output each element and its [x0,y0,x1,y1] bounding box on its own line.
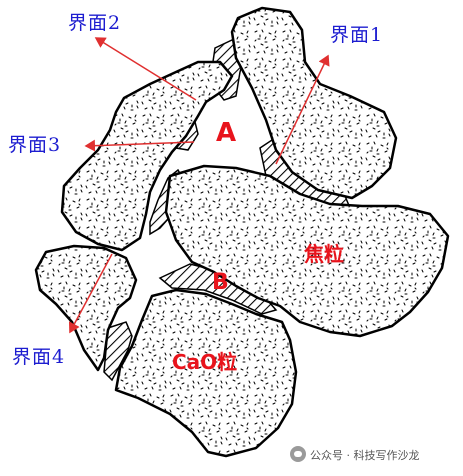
top-left-particle [60,60,234,252]
wechat-icon [290,446,306,462]
top-right-particle [230,6,398,200]
label-interface-4: 界面4 [12,346,66,368]
label-interface-1: 界面1 [330,24,384,46]
watermark-text: 公众号 · 科技写作沙龙 [310,449,420,462]
label-region-b: B [212,270,229,295]
label-interface-3: 界面3 [8,134,62,156]
arrow-interface-4 [68,253,113,334]
label-cao-particle: CaO粒 [172,350,238,374]
arrow-interface-2 [94,37,197,101]
label-interface-2: 界面2 [68,12,122,34]
cao-particle [114,288,298,458]
arrow-interface-1 [275,54,330,165]
arrow-interface-3 [84,139,195,152]
label-region-a: A [216,118,237,148]
label-coke-particle: 焦粒 [304,242,344,266]
left-particle [34,244,138,372]
hatched-region-bottom-left [103,321,133,382]
coke-particle [164,164,450,338]
